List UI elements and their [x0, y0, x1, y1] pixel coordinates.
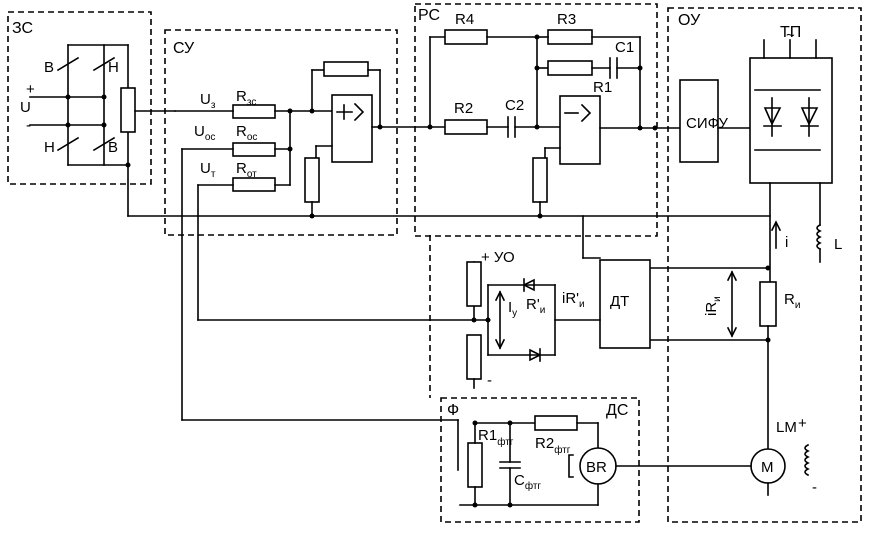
label-ut: Uт — [200, 160, 216, 180]
label-m: M — [761, 459, 774, 476]
ou-block-boundary — [667, 7, 862, 523]
switch-v2 — [92, 136, 116, 152]
field-winding-lm — [804, 443, 810, 477]
label-r1: R1 — [593, 79, 612, 96]
switch-n2 — [56, 136, 80, 152]
switch-n1 — [92, 56, 116, 72]
label-l: L — [834, 236, 842, 253]
label-plus: + — [26, 81, 35, 98]
label-r2ftg: R2фтг — [535, 435, 571, 456]
su-block — [174, 61, 446, 219]
label-ou: ОУ — [678, 12, 701, 29]
label-v1: В — [44, 59, 54, 76]
resistor-r2 — [444, 119, 488, 135]
uo-block — [197, 261, 556, 389]
resistor-ros — [232, 142, 276, 157]
resistor-uo-bottom — [466, 334, 482, 380]
label-uos: Uос — [194, 123, 215, 143]
sifu-box — [679, 79, 719, 163]
opamp-su — [331, 94, 373, 163]
label-r2: R2 — [454, 100, 473, 117]
label-r4: R4 — [455, 11, 474, 28]
label-dt: ДТ — [610, 293, 629, 310]
label-c1: C1 — [615, 39, 634, 56]
label-zs: ЗС — [12, 20, 33, 37]
label-sifu: СИФУ — [686, 115, 728, 132]
label-ri: Rи — [784, 291, 800, 311]
resistor-r1ftg — [467, 442, 483, 488]
label-n1: Н — [108, 59, 119, 76]
su-block-boundary — [164, 29, 398, 236]
resistor-ri — [759, 281, 777, 327]
f-ds-block — [459, 415, 752, 508]
resistor-su-feedback — [323, 61, 369, 77]
label-c2: C2 — [505, 97, 524, 114]
label-cftg: Cфтг — [514, 472, 541, 492]
resistor-uo-top — [466, 261, 482, 307]
f-ds-block-boundary — [440, 397, 640, 523]
label-lm: LM — [776, 419, 797, 436]
label-ri-prime: R'и — [526, 296, 545, 316]
excitation-bracket — [568, 454, 574, 478]
resistor-su-bias — [304, 157, 320, 203]
rs-block — [427, 29, 681, 219]
ou-block — [649, 39, 833, 496]
label-ds: ДС — [606, 402, 628, 419]
diode-uo-top — [522, 278, 535, 292]
thyristor-converter — [749, 57, 833, 184]
zs-bridge — [29, 44, 176, 217]
label-rs: РС — [418, 7, 440, 24]
resistor-rs-bias — [532, 157, 548, 203]
label-uz: Uз — [200, 91, 216, 111]
label-su: СУ — [173, 40, 195, 57]
label-lm-plus: + — [798, 415, 807, 432]
resistor-r2ftg — [534, 415, 578, 431]
label-minus: - — [26, 117, 31, 134]
label-minus-uo: - — [487, 372, 492, 389]
opamp-rs — [559, 95, 601, 165]
label-uo: + УО — [481, 249, 515, 266]
switch-v1 — [56, 56, 80, 72]
label-n2: Н — [44, 139, 55, 156]
label-rot: Rот — [236, 160, 257, 180]
label-iy: Iу — [508, 299, 517, 319]
label-iri-prime: iR'и — [562, 290, 585, 310]
label-i: i — [785, 234, 788, 251]
zs-block-boundary — [7, 11, 152, 185]
label-lm-minus: - — [812, 479, 817, 496]
label-r3: R3 — [557, 11, 576, 28]
resistor-r4 — [444, 29, 488, 45]
label-rzs: Rзс — [236, 88, 256, 108]
label-tilde: ~ — [786, 27, 795, 44]
resistor-r3 — [547, 29, 593, 45]
label-iri: iRи — [703, 296, 723, 316]
resistor-r1 — [547, 60, 593, 76]
label-tp: ТП — [780, 24, 801, 41]
label-br: BR — [586, 459, 607, 476]
diode-uo-bottom — [529, 348, 542, 362]
label-r1ftg: R1фтг — [478, 427, 514, 448]
label-f: Ф — [447, 402, 459, 419]
label-u: U — [20, 99, 31, 116]
inductor-l — [816, 223, 822, 251]
zs-potentiometer — [120, 87, 136, 133]
dt-box — [599, 259, 651, 349]
label-v2: В — [108, 139, 118, 156]
label-ros: Rос — [236, 123, 257, 143]
rs-block-boundary — [414, 3, 658, 237]
